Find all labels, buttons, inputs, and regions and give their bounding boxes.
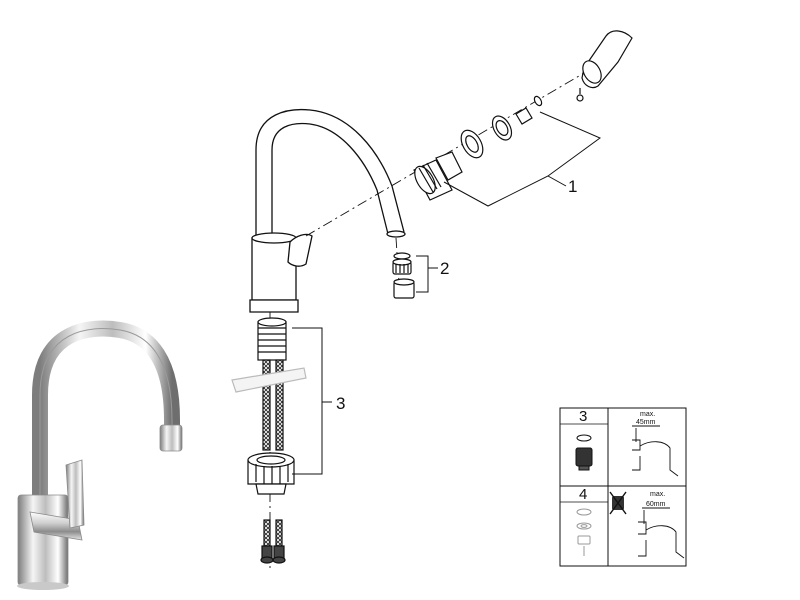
worktop-45mm-icon [632, 425, 679, 477]
callout-part-2: 2 [440, 259, 449, 278]
part-1-leader [443, 111, 602, 207]
part-3-leader [292, 327, 332, 475]
mounting-nut-icon [575, 434, 593, 471]
cartridge-assembly [413, 30, 633, 201]
spec-table: 3 4 max. 45mm [559, 407, 687, 567]
aerator-parts [392, 252, 415, 299]
callout-part-1: 1 [568, 177, 577, 196]
not-applicable-icon [609, 491, 627, 515]
faucet-product-photo [17, 320, 183, 590]
dim-60-label-a: max. [650, 491, 665, 498]
callout-part-3: 3 [336, 394, 345, 413]
dim-45-label-b: 45mm [636, 419, 656, 426]
faucet-line-drawing [249, 108, 406, 313]
table-cell-3-number: 3 [579, 408, 587, 425]
dim-45-label-a: max. [640, 411, 655, 418]
mounting-set [231, 317, 307, 564]
washer-set-icon [576, 508, 592, 556]
table-cell-4-number: 4 [579, 486, 587, 503]
dim-60-label-b: 60mm [646, 501, 666, 508]
worktop-60mm-icon [638, 507, 685, 559]
part-2-leader [416, 255, 438, 293]
